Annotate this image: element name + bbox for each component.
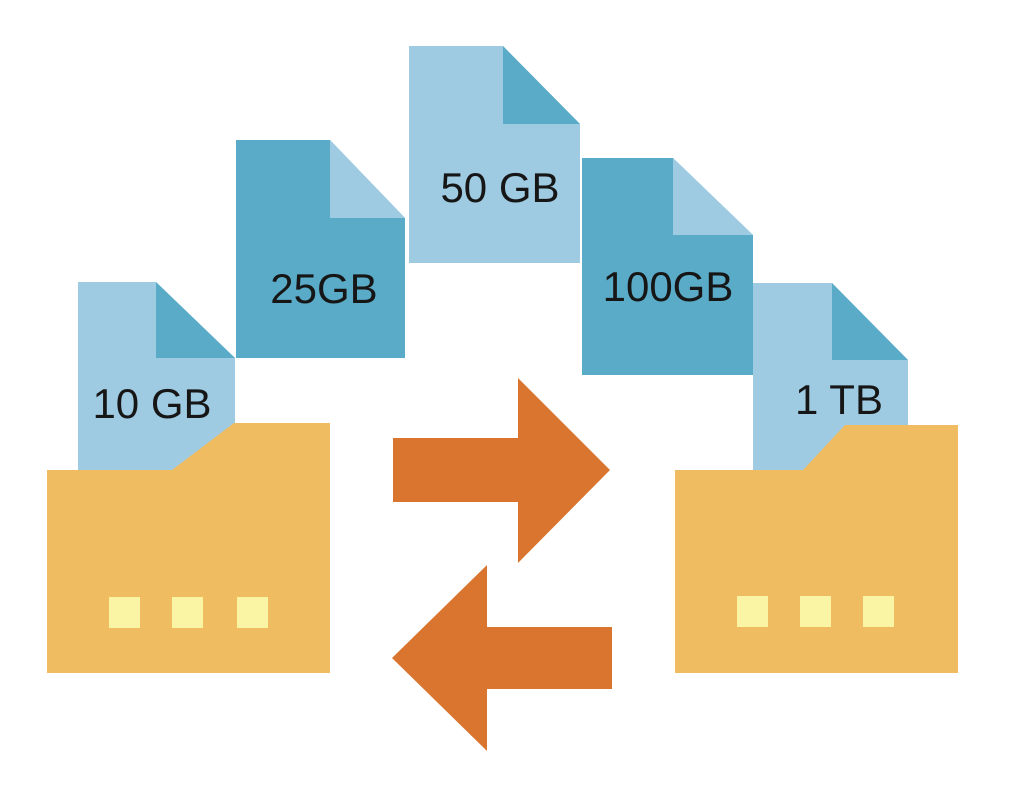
document-icon-50gb: 50 GB bbox=[409, 46, 580, 263]
folder-dot-icon bbox=[109, 597, 140, 628]
document-fold-corner-icon bbox=[673, 158, 753, 235]
file-size-label: 25GB bbox=[270, 265, 377, 312]
file-size-label: 50 GB bbox=[440, 164, 559, 211]
folder-dot-icon bbox=[737, 596, 768, 627]
file-size-label: 10 GB bbox=[92, 380, 211, 427]
source-folder-icon bbox=[47, 423, 330, 673]
document-fold-corner-icon bbox=[832, 283, 908, 360]
file-size-label: 1 TB bbox=[795, 376, 883, 423]
document-body bbox=[409, 46, 580, 263]
transfer-right-arrow-icon bbox=[393, 378, 610, 563]
document-icon-10gb: 10 GB bbox=[78, 282, 235, 476]
document-body bbox=[236, 140, 405, 358]
transfer-left-arrow-icon bbox=[392, 565, 612, 751]
document-icon-100gb: 100GB bbox=[582, 158, 753, 375]
folder-dot-icon bbox=[172, 597, 203, 628]
folder-dot-icon bbox=[237, 597, 268, 628]
folder-dot-icon bbox=[863, 596, 894, 627]
document-fold-corner-icon bbox=[503, 46, 580, 124]
document-fold-corner-icon bbox=[156, 282, 235, 358]
document-icon-25gb: 25GB bbox=[236, 140, 405, 358]
file-size-label: 100GB bbox=[603, 263, 734, 310]
folder-dot-icon bbox=[800, 596, 831, 627]
destination-folder-icon bbox=[675, 425, 958, 673]
document-fold-corner-icon bbox=[330, 140, 405, 218]
folder-body bbox=[675, 425, 958, 673]
